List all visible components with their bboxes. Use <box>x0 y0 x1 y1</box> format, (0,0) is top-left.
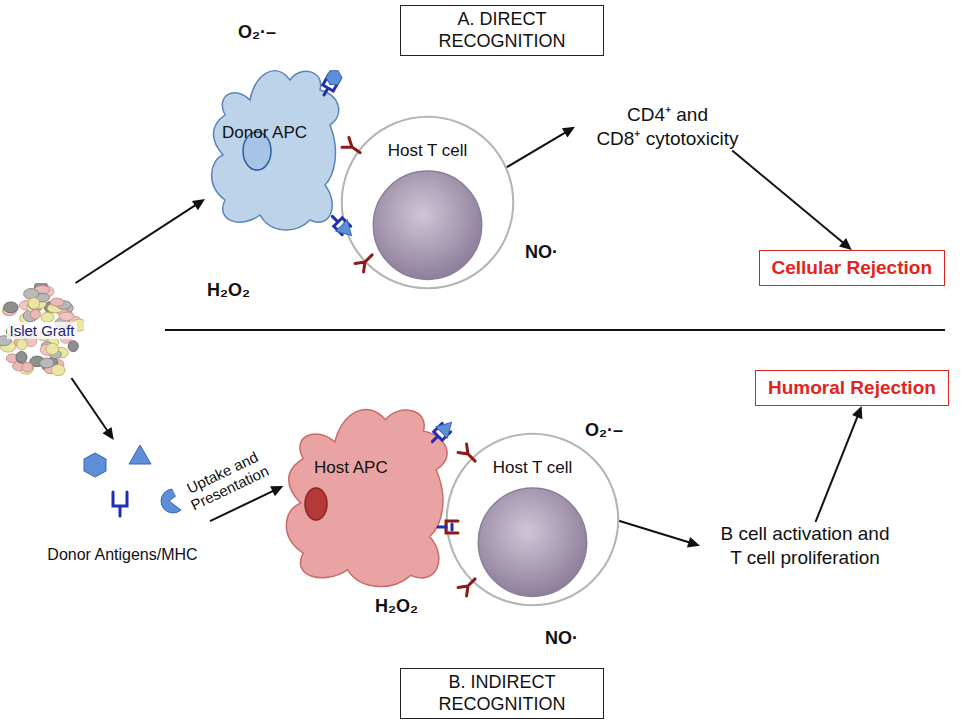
t-cell-receptor <box>458 444 479 465</box>
node-text: B cell activation and T cell proliferati… <box>700 522 910 570</box>
node-text: B. INDIRECT RECOGNITION <box>407 672 597 715</box>
mhc-molecules <box>318 67 458 533</box>
arrowhead <box>270 486 283 496</box>
t-cell-receptor <box>458 575 479 596</box>
species-label: O₂·– <box>585 420 623 441</box>
arrowhead <box>852 406 862 419</box>
connector-line <box>732 151 844 244</box>
species-label: NO· <box>525 242 558 263</box>
species-label: NO· <box>545 628 578 649</box>
cell-membrane <box>286 409 447 586</box>
connector-line <box>816 415 858 522</box>
species-label: H₂O₂ <box>375 596 418 617</box>
node-text: Cellular Rejection <box>772 257 933 279</box>
t-cell-receptors <box>342 137 479 595</box>
rejection-box: Cellular Rejection <box>759 250 946 286</box>
node-text: Host APC <box>314 458 455 478</box>
node-text: Islet Graft <box>7 322 76 339</box>
cell-nucleus <box>305 488 327 520</box>
arrowhead <box>102 427 113 440</box>
node-text: Host T cell <box>340 141 515 161</box>
node-text: A. DIRECT RECOGNITION <box>407 9 597 52</box>
t-cell-receptor <box>342 137 364 157</box>
arrowhead <box>839 238 852 250</box>
arrow-connector <box>732 151 852 251</box>
arrow-connector <box>71 378 113 440</box>
mhc-molecule <box>327 211 357 241</box>
host-apc: Host APC <box>278 392 455 592</box>
connector-line <box>615 520 691 543</box>
connector-line <box>76 204 197 283</box>
connector-line <box>71 378 108 432</box>
node-text: Humoral Rejection <box>768 377 936 399</box>
cell-nucleus <box>373 171 482 280</box>
node-text: Host T cell <box>445 458 620 478</box>
divider-line <box>165 329 945 331</box>
arrowhead <box>687 537 700 548</box>
mhc-molecule <box>427 417 457 447</box>
section-heading-box: B. INDIRECT RECOGNITION <box>400 668 604 719</box>
cell-membrane <box>212 71 339 230</box>
mhc-molecule <box>318 67 344 98</box>
arrowhead <box>562 127 575 138</box>
cell-body <box>278 392 455 592</box>
connector-line <box>506 132 566 168</box>
rejection-box: Humoral Rejection <box>755 370 949 406</box>
species-label: O₂·– <box>238 22 276 43</box>
arrow-connector <box>506 127 575 168</box>
arrow-connector <box>615 520 700 548</box>
mhc-molecule <box>438 521 458 533</box>
arrow-connector <box>816 406 863 522</box>
arrow-connector <box>76 199 205 283</box>
node-text: Donor Antigens/MHC <box>35 546 210 564</box>
edge-label: Uptake and Presentation <box>171 442 280 518</box>
islet-graft: Islet Graft <box>0 283 84 378</box>
mhc-molecule <box>113 492 127 516</box>
node-text: Donor APC <box>222 123 345 143</box>
outcome-text: B cell activation and T cell proliferati… <box>700 522 910 570</box>
species-label: H₂O₂ <box>207 280 250 301</box>
section-heading-box: A. DIRECT RECOGNITION <box>400 5 604 56</box>
node-text: CD4⁺ and CD8⁺ cytotoxicity <box>575 103 760 151</box>
outcome-text: CD4⁺ and CD8⁺ cytotoxicity <box>575 103 760 151</box>
antigen-hexagon <box>84 453 106 477</box>
t-cell-receptor <box>355 251 376 272</box>
antigen-triangle <box>129 445 151 464</box>
arrowhead <box>192 199 205 210</box>
cell-nucleus <box>478 488 587 597</box>
